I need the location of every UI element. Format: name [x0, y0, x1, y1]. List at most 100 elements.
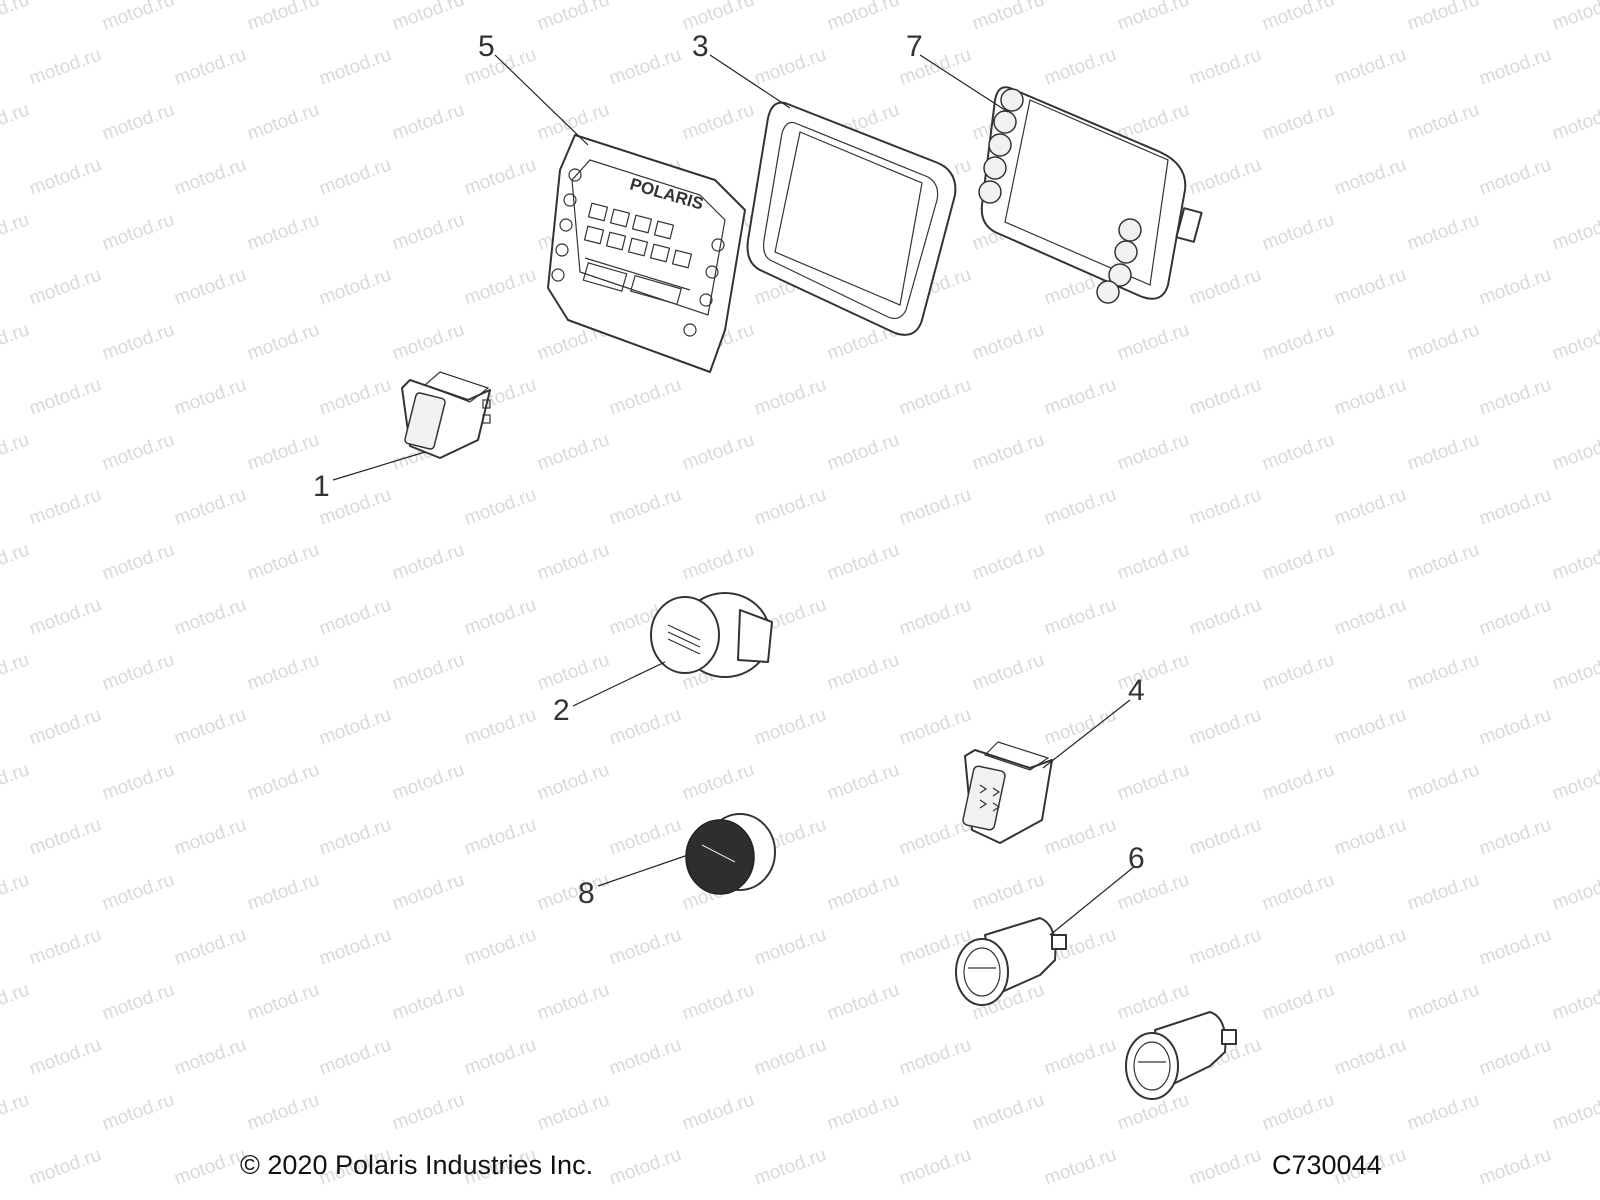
watermark-text: motod.ru [1477, 264, 1555, 309]
watermark-text: motod.ru [825, 1089, 903, 1134]
watermark-text: motod.ru [1332, 484, 1410, 529]
part-4-rocker-switch[interactable] [962, 741, 1053, 844]
watermark-text: motod.ru [462, 924, 540, 969]
callout-5: 5 [478, 30, 495, 63]
watermark-text: motod.ru [1405, 209, 1483, 254]
watermark-text: motod.ru [1332, 1034, 1410, 1079]
part-7-housing[interactable] [978, 86, 1203, 304]
watermark-text: motod.ru [1405, 759, 1483, 804]
watermark-text: motod.ru [0, 1089, 32, 1134]
watermark-text: motod.ru [390, 0, 468, 35]
watermark-text: motod.ru [317, 264, 395, 309]
watermark-text: motod.ru [825, 869, 903, 914]
watermark-text: motod.ru [27, 154, 105, 199]
watermark-text: motod.ru [897, 1034, 975, 1079]
watermark-text: motod.ru [970, 429, 1048, 474]
watermark-text: motod.ru [27, 264, 105, 309]
part-6-accessory-outlet[interactable] [955, 917, 1067, 1006]
watermark-text: motod.ru [752, 1034, 830, 1079]
watermark-text: motod.ru [172, 484, 250, 529]
watermark-text: motod.ru [100, 649, 178, 694]
watermark-text: motod.ru [172, 704, 250, 749]
watermark-text: motod.ru [1042, 484, 1120, 529]
watermark-text: motod.ru [1115, 759, 1193, 804]
watermark-text: motod.ru [1405, 539, 1483, 584]
watermark-text: motod.ru [100, 209, 178, 254]
watermark-text: motod.ru [1260, 1089, 1338, 1134]
watermark-text: motod.ru [680, 429, 758, 474]
watermark-text: motod.ru [970, 869, 1048, 914]
part-1-rocker-switch[interactable] [401, 371, 491, 459]
part-5-instrument-face[interactable]: POLARIS [547, 134, 746, 373]
watermark-text: motod.ru [970, 539, 1048, 584]
callout-3: 3 [692, 30, 709, 63]
watermark-text: motod.ru [1477, 484, 1555, 529]
watermark-text: motod.ru [1260, 979, 1338, 1024]
watermark-text: motod.ru [27, 1144, 105, 1189]
watermark-text: motod.ru [245, 869, 323, 914]
watermark-text: motod.ru [0, 99, 32, 144]
copyright-notice: © 2020 Polaris Industries Inc. [240, 1150, 594, 1180]
watermark-text: motod.ru [1260, 319, 1338, 364]
watermark-text: motod.ru [1477, 814, 1555, 859]
watermark-text: motod.ru [0, 429, 32, 474]
watermark-text: motod.ru [607, 44, 685, 89]
watermark-text: motod.ru [1115, 539, 1193, 584]
watermark-text: motod.ru [172, 814, 250, 859]
watermark-text: motod.ru [1405, 869, 1483, 914]
watermark-text: motod.ru [390, 979, 468, 1024]
watermark-text: motod.ru [462, 704, 540, 749]
watermark-text: motod.ru [897, 374, 975, 419]
callout-2: 2 [553, 694, 570, 727]
part-6-accessory-outlet-second[interactable] [1125, 1011, 1237, 1100]
watermark-text: motod.ru [1187, 374, 1265, 419]
watermark-text: motod.ru [172, 1034, 250, 1079]
watermark-text: motod.ru [390, 539, 468, 584]
watermark-text: motod.ru [1042, 1144, 1120, 1189]
watermark-text: motod.ru [390, 869, 468, 914]
part-5-button-holes [551, 168, 725, 337]
watermark-text: motod.ru [0, 979, 32, 1024]
watermark-text: motod.ru [172, 1144, 250, 1189]
watermark-text: motod.ru [897, 484, 975, 529]
part-2-ignition-switch[interactable] [650, 592, 773, 678]
watermark-text: motod.ru [1550, 979, 1600, 1024]
leader-lines [332, 54, 1136, 936]
watermark-text: motod.ru [680, 1089, 758, 1134]
watermark-text: motod.ru [1477, 594, 1555, 639]
part-8-power-outlet[interactable] [685, 813, 776, 895]
watermark-text: motod.ru [0, 0, 32, 35]
watermark-text: motod.ru [970, 319, 1048, 364]
callout-6: 6 [1128, 842, 1145, 875]
watermark-text: motod.ru [27, 704, 105, 749]
watermark-text: motod.ru [1115, 319, 1193, 364]
watermark-text: motod.ru [462, 154, 540, 199]
watermark-text: motod.ru [752, 704, 830, 749]
watermark-text: motod.ru [752, 374, 830, 419]
watermark-text: motod.ru [100, 979, 178, 1024]
watermark-text: motod.ru [897, 704, 975, 749]
watermark-text: motod.ru [317, 1034, 395, 1079]
watermark-text: motod.ru [462, 594, 540, 639]
watermark-text: motod.ru [1477, 154, 1555, 199]
watermark-text: motod.ru [825, 649, 903, 694]
watermark-text: motod.ru [752, 484, 830, 529]
watermark-text: motod.ru [317, 594, 395, 639]
part-3-gasket[interactable] [746, 101, 957, 336]
watermark-text: motod.ru [1187, 264, 1265, 309]
watermark-text: motod.ru [607, 484, 685, 529]
watermark-text: motod.ru [1187, 924, 1265, 969]
watermark-text: motod.ru [27, 1034, 105, 1079]
watermark-text: motod.ru [1260, 649, 1338, 694]
watermark-text: motod.ru [317, 44, 395, 89]
watermark-text: motod.ru [0, 209, 32, 254]
watermark-text: motod.ru [1260, 99, 1338, 144]
part-7-knobs [978, 88, 1142, 304]
watermark-text: motod.ru [245, 429, 323, 474]
watermark-text: motod.ru [1477, 44, 1555, 89]
watermark-text: motod.ru [1260, 869, 1338, 914]
watermark-text: motod.ru [1405, 649, 1483, 694]
watermark-text: motod.ru [1187, 814, 1265, 859]
watermark-text: motod.ru [752, 44, 830, 89]
